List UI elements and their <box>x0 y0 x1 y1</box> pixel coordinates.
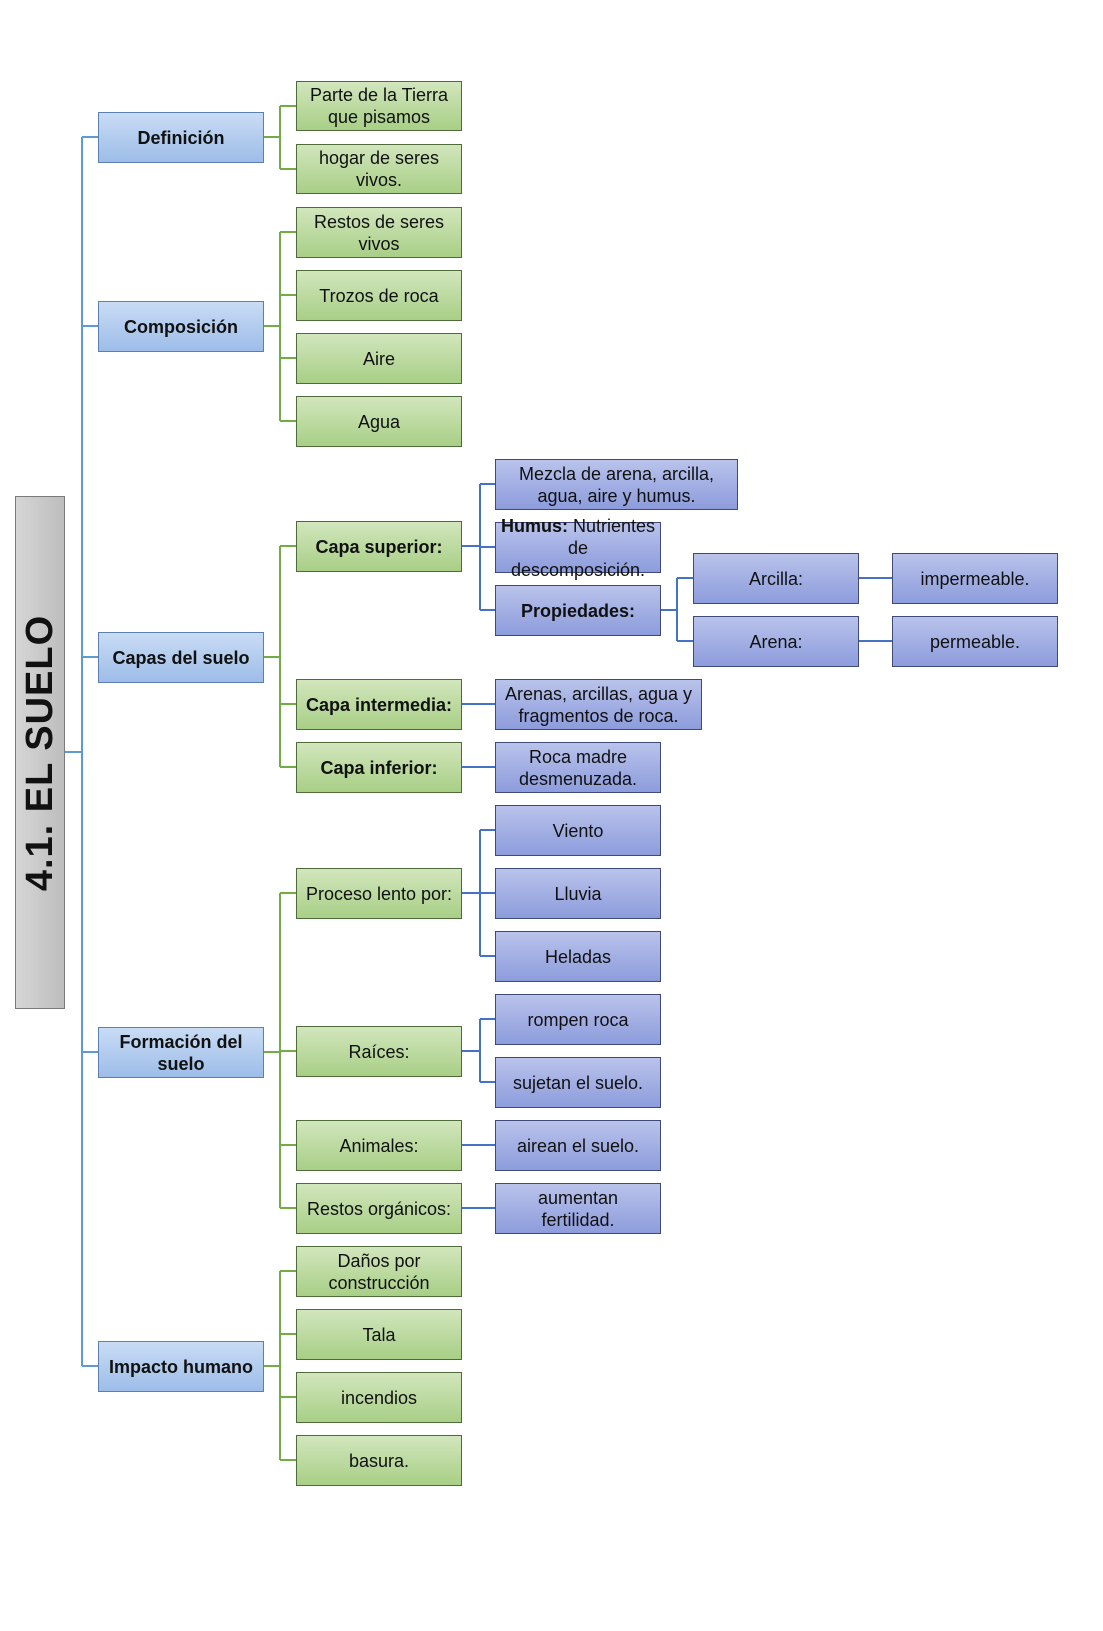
node-animales: Animales: <box>296 1120 462 1171</box>
node-proceso-lento: Proceso lento por: <box>296 868 462 919</box>
node-raices: Raíces: <box>296 1026 462 1077</box>
raices-item: sujetan el suelo. <box>495 1057 661 1108</box>
node-definicion: Definición <box>98 112 264 163</box>
animales-text: airean el suelo. <box>495 1120 661 1171</box>
node-impacto-humano: Impacto humano <box>98 1341 264 1392</box>
capa-superior-mezcla: Mezcla de arena, arcilla, agua, aire y h… <box>495 459 738 510</box>
capa-inferior-text: Roca madre desmenuzada. <box>495 742 661 793</box>
composicion-item: Trozos de roca <box>296 270 462 321</box>
node-capa-superior: Capa superior: <box>296 521 462 572</box>
composicion-item: Aire <box>296 333 462 384</box>
node-propiedades: Propiedades: <box>495 585 661 636</box>
impacto-item: Tala <box>296 1309 462 1360</box>
definicion-item: hogar de seres vivos. <box>296 144 462 194</box>
composicion-item: Restos de seres vivos <box>296 207 462 258</box>
proceso-item: Lluvia <box>495 868 661 919</box>
propiedad-arena: Arena: <box>693 616 859 667</box>
node-capa-intermedia: Capa intermedia: <box>296 679 462 730</box>
node-formacion-del-suelo: Formación del suelo <box>98 1027 264 1078</box>
propiedad-arcilla: Arcilla: <box>693 553 859 604</box>
root-title: 4.1. EL SUELO <box>19 614 61 891</box>
node-restos-organicos: Restos orgánicos: <box>296 1183 462 1234</box>
capa-superior-humus: Humus: Nutrientes de descomposición. <box>495 516 661 580</box>
node-capas-del-suelo: Capas del suelo <box>98 632 264 683</box>
raices-item: rompen roca <box>495 994 661 1045</box>
proceso-item: Viento <box>495 805 661 856</box>
node-capa-inferior: Capa inferior: <box>296 742 462 793</box>
restos-text: aumentan fertilidad. <box>495 1183 661 1234</box>
impacto-item: Daños por construcción <box>296 1246 462 1297</box>
root-title-box: 4.1. EL SUELO <box>15 496 65 1009</box>
capa-intermedia-text: Arenas, arcillas, agua y fragmentos de r… <box>495 679 702 730</box>
arena-value: permeable. <box>892 616 1058 667</box>
humus-label: Humus: <box>500 515 568 536</box>
definicion-item: Parte de la Tierra que pisamos <box>296 81 462 131</box>
humus-text: Nutrientes de descomposición. <box>510 515 656 580</box>
proceso-item: Heladas <box>495 931 661 982</box>
arcilla-value: impermeable. <box>892 553 1058 604</box>
impacto-item: basura. <box>296 1435 462 1486</box>
impacto-item: incendios <box>296 1372 462 1423</box>
composicion-item: Agua <box>296 396 462 447</box>
node-composicion: Composición <box>98 301 264 352</box>
